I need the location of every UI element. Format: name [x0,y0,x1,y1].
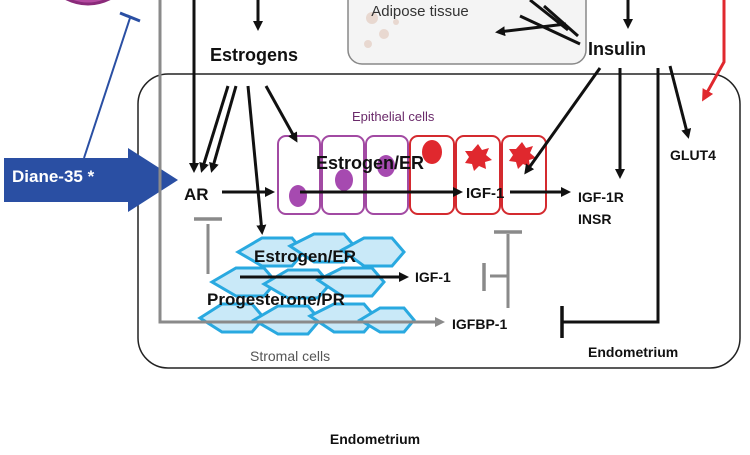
igfbp1-inhibit-bracket [490,274,510,308]
arrow-estrogens-to-epithelial [264,85,298,143]
adipose-tissue-box [347,0,587,65]
glut4-label: GLUT4 [670,147,716,163]
diane35-inhibition-bar [119,11,141,23]
igf1-stromal-label: IGF-1 [415,269,451,285]
insulin-inhibit-igfbp1 [562,68,660,324]
igf1-epithelial-label: IGF-1 [466,185,505,202]
stromal-cell [315,266,386,298]
epithelial-cell [409,135,455,215]
diane35-arrow [4,148,178,212]
arrow-adipose-in-1 [495,22,567,37]
epithelial-nucleus-spiked [509,142,536,169]
epithelial-nucleus [335,169,353,191]
arrow-insulin-to-igf1 [524,67,602,175]
stromal-cells-label: Stromal cells [250,348,331,364]
stromal-cell [251,304,322,336]
arrow-estrogens-to-ar-2 [199,85,230,173]
epithelial-cells [277,135,547,215]
arrow-insulin-to-glut4 [668,65,692,139]
epithelial-nucleus [422,140,442,164]
estrogen-er-stromal-label: Estrogen/ER [254,247,357,266]
epithelial-cell [277,135,321,215]
progesterone-pr-label: Progesterone/PR [207,290,345,309]
arrow-estrogens-to-stromal [246,85,267,235]
epithelial-nucleus-spiked [465,144,492,171]
insulin-label: Insulin [588,39,646,59]
estrogen-er-epithelial-label: Estrogen/ER [316,153,425,173]
arrow-adipose-3 [519,14,581,46]
arrow-adipose-2 [543,4,579,38]
adipose-tissue-illustration [364,12,399,48]
arrow-estrogens-to-ar [209,85,238,173]
epithelial-nucleus [289,185,307,207]
estrogens-label: Estrogens [210,45,299,65]
epithelial-cells-label: Epithelial cells [352,109,435,124]
epithelial-nucleus [377,155,395,177]
ar-label: AR [184,185,209,204]
diane35-inhibition-line [83,17,131,159]
stromal-cell [357,306,416,334]
arrow-adipose-1 [529,0,569,32]
adipose-tissue-label: Adipose tissue [371,3,469,20]
igfbp1-label: IGFBP-1 [452,316,508,332]
endometrium-box [137,73,741,369]
epithelial-cell [455,135,501,215]
endometrium-box-label: Endometrium [588,344,679,360]
red-arrow-to-glut4 [702,0,726,102]
gray-line-to-igfbp1 [158,0,445,327]
stromal-cell [339,236,406,268]
ovary-cell-fragment [65,0,111,6]
diane35-label: Diane-35 * [12,167,95,186]
endometrium-caption: Endometrium [329,431,421,447]
igf1r-insr-label: IGF-1R INSR [578,189,624,227]
